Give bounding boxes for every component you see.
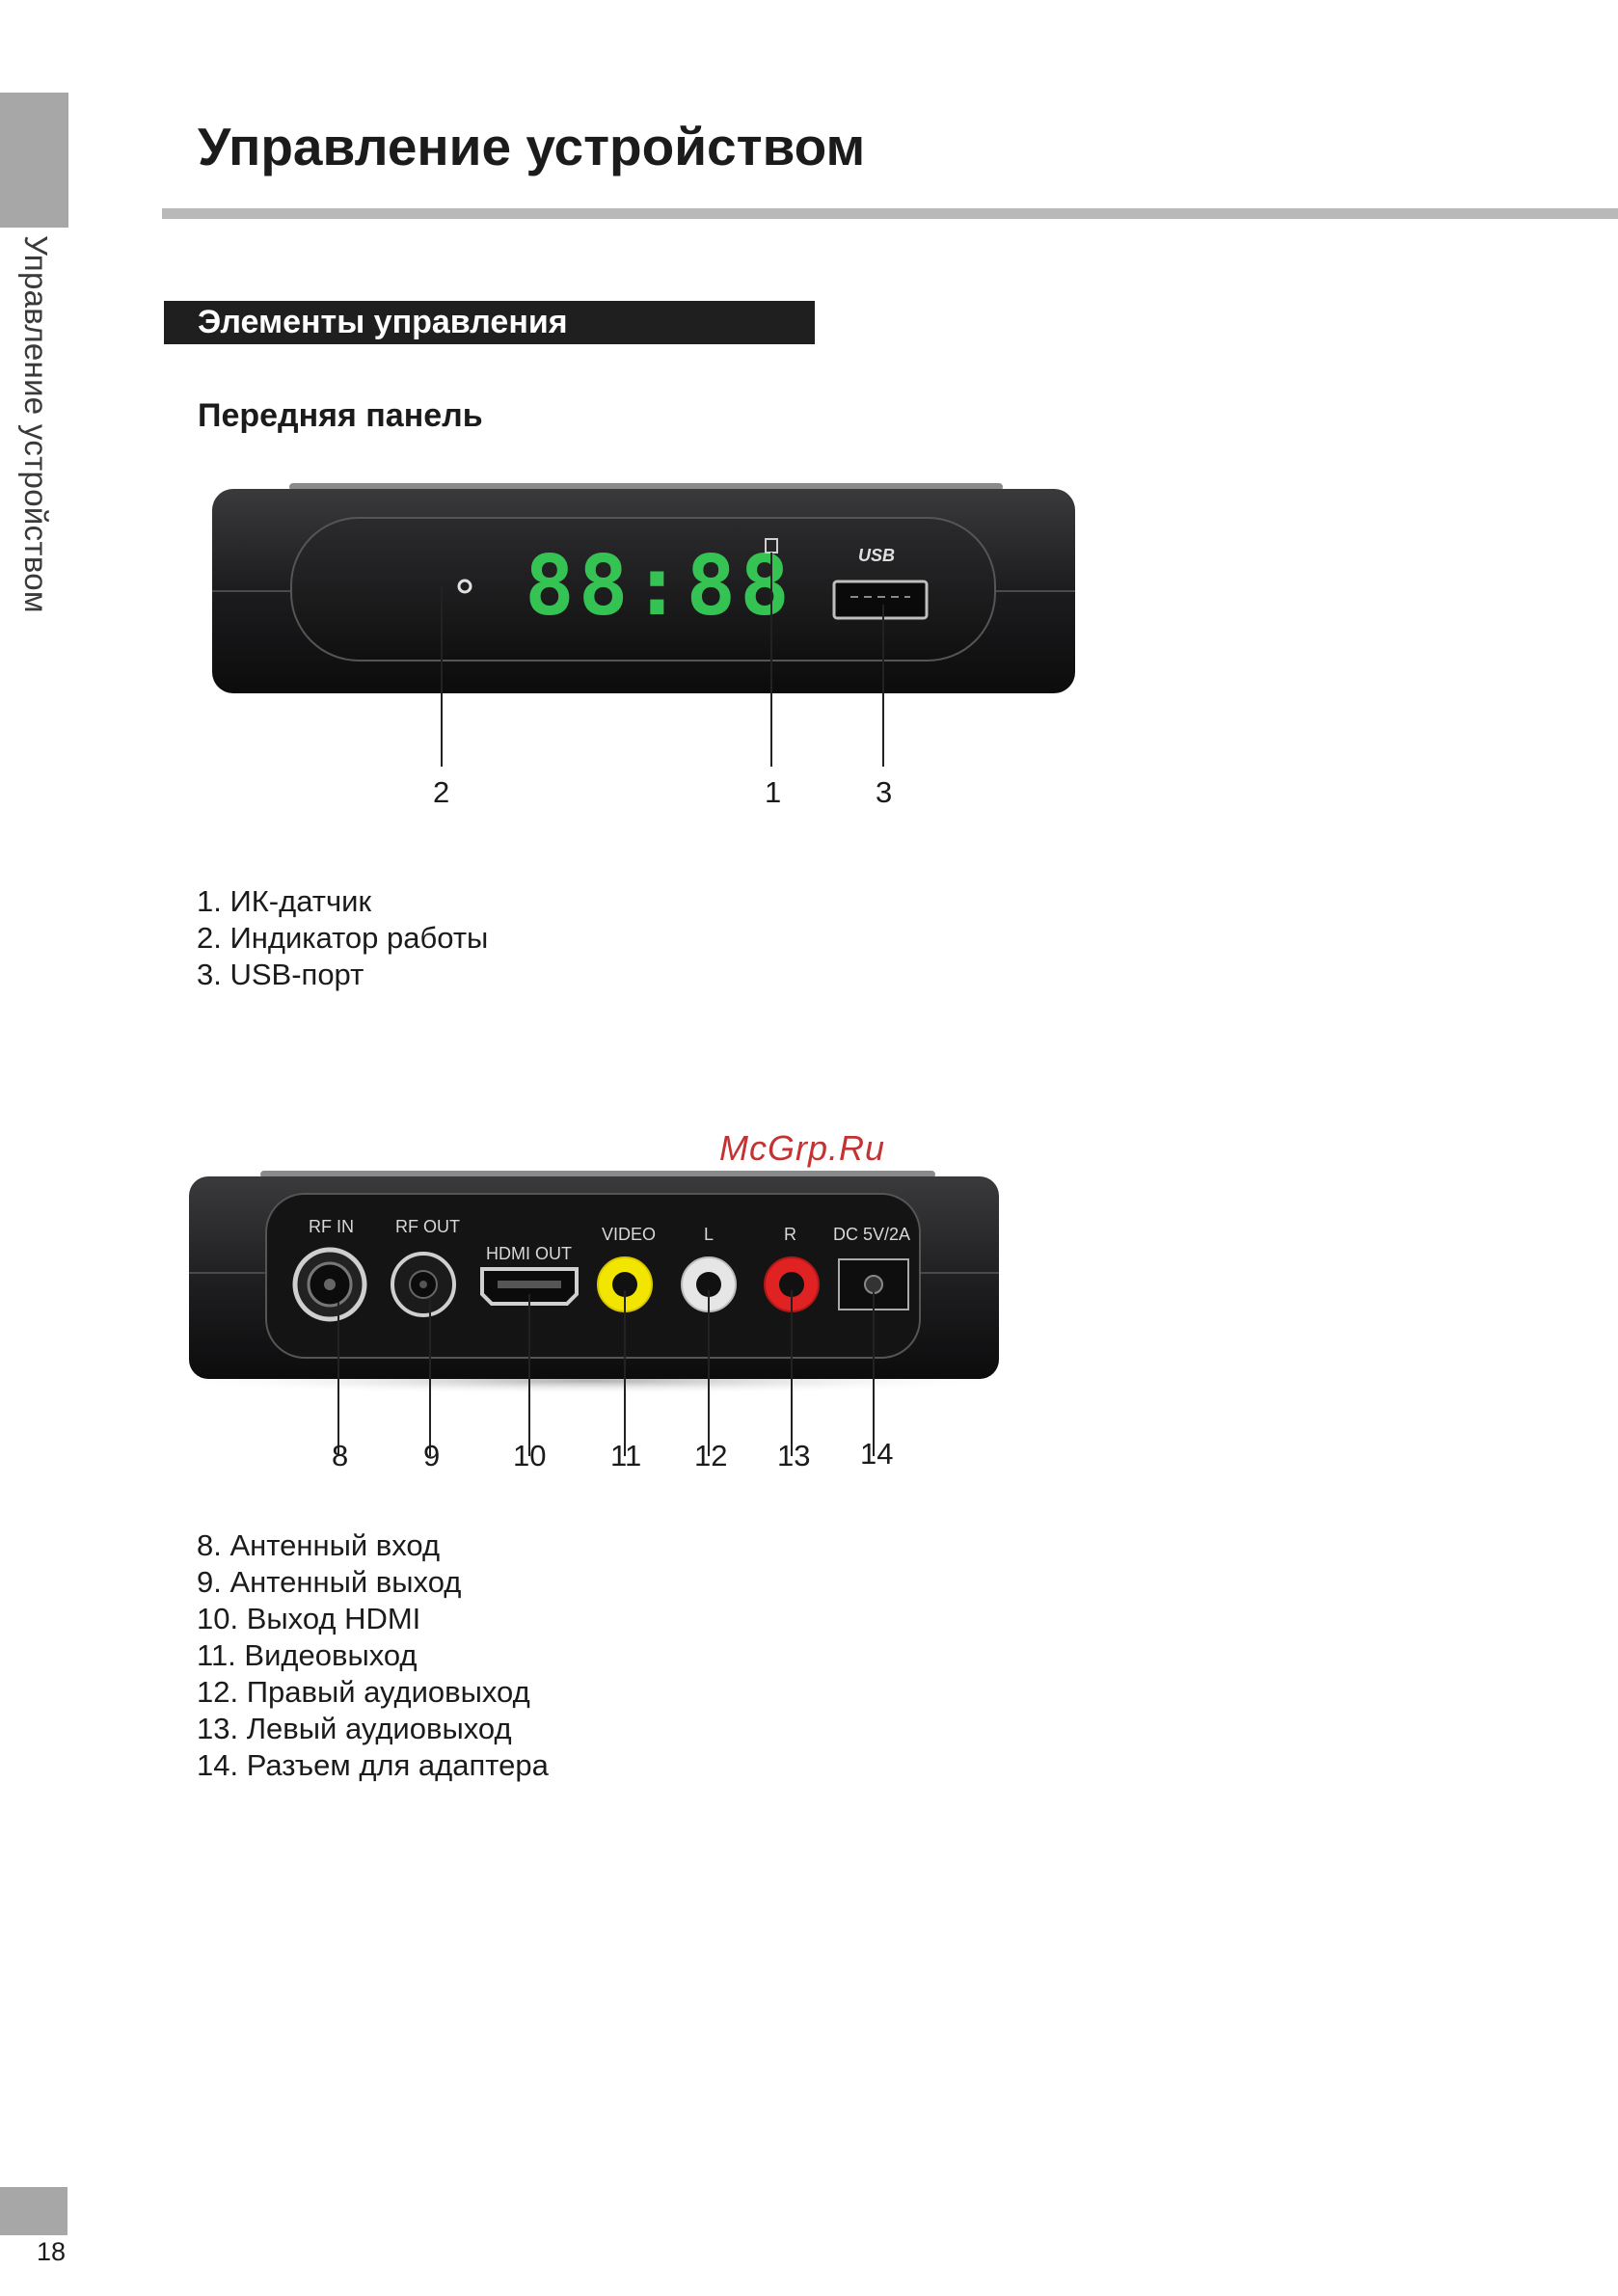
rear-panel-legend: 8. Антенный вход 9. Антенный выход 10. В… — [197, 1527, 549, 1784]
legend-item: 11. Видеовыход — [197, 1638, 418, 1672]
callout-12: 12 — [694, 1439, 728, 1472]
subsection-title: Передняя панель — [198, 397, 483, 434]
title-rule — [162, 208, 1618, 219]
usb-logo: USB — [858, 546, 895, 565]
audio-left-jack — [681, 1256, 737, 1312]
callout-3: 3 — [876, 775, 893, 809]
hdmi-port — [480, 1267, 579, 1306]
callout-8: 8 — [332, 1439, 349, 1472]
page-title: Управление устройством — [198, 117, 866, 176]
port-label-l: L — [704, 1225, 714, 1244]
front-panel-illustration: 88:88 USB — [212, 483, 1075, 767]
legend-item: 9. Антенный выход — [197, 1565, 462, 1599]
legend-item: 1. ИК-датчик — [197, 884, 372, 918]
port-label-dc: DC 5V/2A — [833, 1225, 910, 1244]
section-bar — [164, 301, 815, 344]
section-title: Элементы управления — [198, 304, 568, 340]
display-digits: 88:88 — [525, 538, 794, 635]
callout-1: 1 — [765, 775, 782, 809]
video-jack — [597, 1256, 653, 1312]
callout-2: 2 — [433, 775, 450, 809]
port-label-hdmi-out: HDMI OUT — [486, 1244, 572, 1263]
page-number: 18 — [37, 2237, 67, 2266]
port-label-rf-in: RF IN — [309, 1217, 354, 1236]
page-tab — [0, 2187, 67, 2235]
side-label: Управление устройством — [18, 235, 54, 613]
legend-item: 14. Разъем для адаптера — [197, 1748, 549, 1782]
port-label-rf-out: RF OUT — [395, 1217, 460, 1236]
front-panel — [290, 517, 996, 662]
callout-10: 10 — [513, 1439, 547, 1472]
rear-panel-illustration: RF IN RF OUT HDMI OUT VIDEO L R DC 5V/2A — [164, 1171, 1012, 1456]
power-indicator-icon — [457, 579, 472, 594]
callout-9: 9 — [423, 1439, 441, 1472]
legend-item: 8. Антенный вход — [197, 1528, 441, 1562]
legend-item: 12. Правый аудиовыход — [197, 1675, 530, 1709]
audio-right-jack — [764, 1256, 820, 1312]
legend-item: 3. USB-порт — [197, 958, 364, 991]
legend-item: 10. Выход HDMI — [197, 1602, 421, 1635]
legend-item: 2. Индикатор работы — [197, 921, 489, 955]
rf-in-port — [292, 1247, 367, 1322]
callout-13: 13 — [777, 1439, 811, 1472]
usb-port — [832, 580, 929, 620]
port-label-video: VIDEO — [602, 1225, 656, 1244]
side-tab — [0, 93, 68, 228]
port-label-r: R — [784, 1225, 796, 1244]
callout-14: 14 — [860, 1437, 894, 1471]
legend-item: 13. Левый аудиовыход — [197, 1712, 512, 1745]
front-panel-legend: 1. ИК-датчик 2. Индикатор работы 3. USB-… — [197, 883, 488, 993]
rf-out-port — [391, 1252, 456, 1317]
watermark: McGrp.Ru — [719, 1128, 886, 1168]
callout-11: 11 — [610, 1439, 642, 1472]
